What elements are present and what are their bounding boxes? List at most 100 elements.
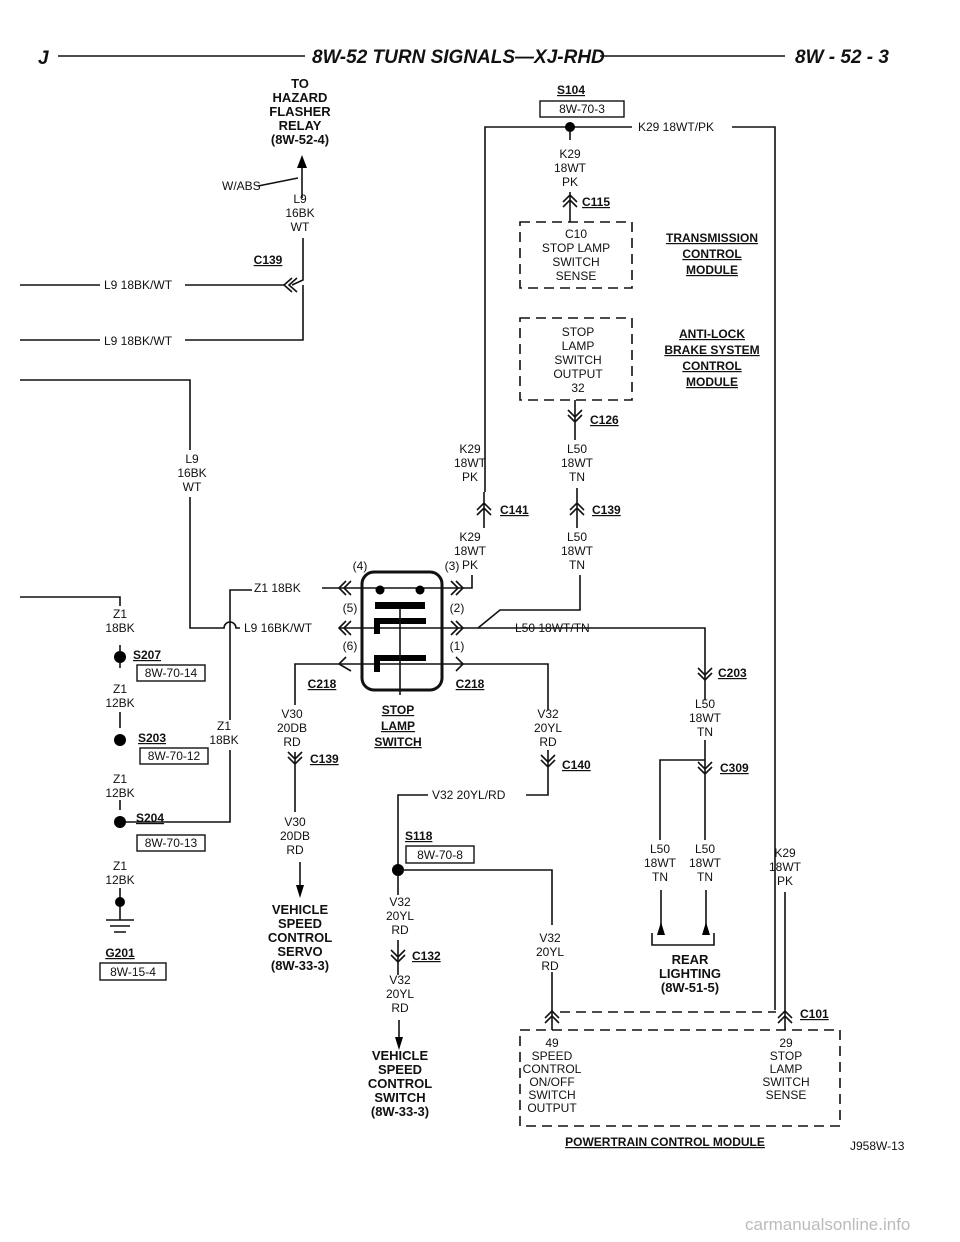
pin-label: (3) — [445, 559, 460, 573]
text-line: V32 — [537, 707, 559, 721]
text-line: LAMP — [562, 339, 595, 353]
text-line: CONTROL — [682, 359, 741, 373]
text-line: 18BK — [105, 621, 134, 635]
text-line: LIGHTING — [659, 966, 721, 981]
text-line: L50 — [695, 842, 715, 856]
connector-c132-label: C132 — [412, 949, 441, 963]
text-line: HAZARD — [273, 90, 328, 105]
text-line: 18WT — [454, 456, 487, 470]
text-line: 32 — [571, 381, 585, 395]
text-line: 20YL — [536, 945, 564, 959]
text-line: STOP — [770, 1049, 802, 1063]
text-line: 18WT — [454, 544, 487, 558]
connector-icon — [476, 492, 492, 528]
text-line: (8W-51-5) — [661, 980, 719, 995]
switch-contact — [374, 618, 426, 672]
pin-label: (1) — [450, 639, 465, 653]
text-line: TN — [569, 558, 585, 572]
wire-l9 — [20, 379, 240, 629]
pin-label: (2) — [450, 601, 465, 615]
text-line: STOP — [562, 325, 594, 339]
text-line: OUTPUT — [527, 1101, 577, 1115]
connector-c218-label: C218 — [456, 677, 485, 691]
text-line: RD — [286, 843, 304, 857]
text-line: L9 — [293, 192, 307, 206]
text-line: CONTROL — [682, 247, 741, 261]
text-line: VEHICLE — [372, 1048, 429, 1063]
ref-label: 8W-70-13 — [145, 836, 198, 850]
splice-dot — [565, 122, 575, 132]
pin-label: (5) — [343, 601, 358, 615]
ref-box — [539, 100, 625, 118]
connector-icon — [569, 488, 585, 528]
text-line: RD — [539, 735, 557, 749]
ref-label: 8W-15-4 — [110, 965, 156, 979]
text-line: SENSE — [556, 269, 597, 283]
splice-s104-label: S104 — [557, 83, 585, 97]
text-line: SENSE — [766, 1088, 807, 1102]
text-line: C10 — [565, 227, 587, 241]
wire-label: K29 18WT/PK — [638, 120, 714, 134]
text-line: L50 — [695, 697, 715, 711]
text-line: SWITCH — [374, 1090, 425, 1105]
connector-icon — [282, 277, 298, 293]
text-line: WT — [183, 480, 202, 494]
text-line: STOP LAMP — [542, 241, 610, 255]
text-line: CONTROL — [523, 1062, 582, 1076]
text-line: RD — [391, 1001, 409, 1015]
text-line: 12BK — [105, 873, 134, 887]
splice-dot — [114, 816, 126, 828]
ref-label: 8W-70-8 — [417, 848, 463, 862]
text-line: SWITCH — [374, 735, 421, 749]
wire-k29 — [455, 575, 473, 589]
text-line: 18WT — [561, 456, 594, 470]
text-line: OUTPUT — [553, 367, 603, 381]
text-line: 18WT — [561, 544, 594, 558]
text-line: L50 — [567, 530, 587, 544]
ref-label: 8W-70-14 — [145, 666, 198, 680]
text-line: SWITCH — [552, 255, 599, 269]
connector-icon — [562, 192, 578, 222]
text-line: K29 — [559, 147, 581, 161]
text-line: REAR — [672, 952, 709, 967]
page-title: 8W-52 TURN SIGNALS—XJ-RHD — [312, 47, 605, 68]
text-line: FLASHER — [269, 104, 331, 119]
connector-icon — [287, 751, 303, 812]
ref-label: 8W-70-12 — [148, 749, 201, 763]
text-line: TN — [697, 870, 713, 884]
connector-c139-label: C139 — [310, 752, 339, 766]
text-line: Z1 — [113, 607, 127, 621]
header-letter: J — [38, 48, 49, 69]
text-line: CONTROL — [368, 1076, 432, 1091]
text-line: ANTI-LOCK — [679, 327, 745, 341]
text-line: SWITCH — [528, 1088, 575, 1102]
text-line: 12BK — [105, 786, 134, 800]
text-line: V32 — [389, 973, 411, 987]
text-line: TRANSMISSION — [666, 231, 758, 245]
arrow-up-icon — [297, 155, 307, 168]
text-line: BRAKE SYSTEM — [664, 343, 759, 357]
ground-icon — [106, 919, 134, 933]
splice-s118-label: S118 — [405, 829, 433, 843]
text-line: 20YL — [534, 721, 562, 735]
splice-dot — [114, 651, 126, 663]
text-line: (8W-33-3) — [371, 1104, 429, 1119]
text-line: PK — [777, 874, 793, 888]
wire-label: L9 16BK/WT — [244, 621, 313, 635]
text-line: V32 — [389, 895, 411, 909]
text-line: Z1 — [113, 772, 127, 786]
text-line: WT — [291, 220, 310, 234]
text-line: PK — [462, 558, 478, 572]
figure-id: J958W-13 — [850, 1139, 905, 1153]
splice-s203-label: S203 — [138, 731, 166, 745]
text-line: (8W-52-4) — [271, 132, 329, 147]
text-line: SWITCH — [554, 353, 601, 367]
